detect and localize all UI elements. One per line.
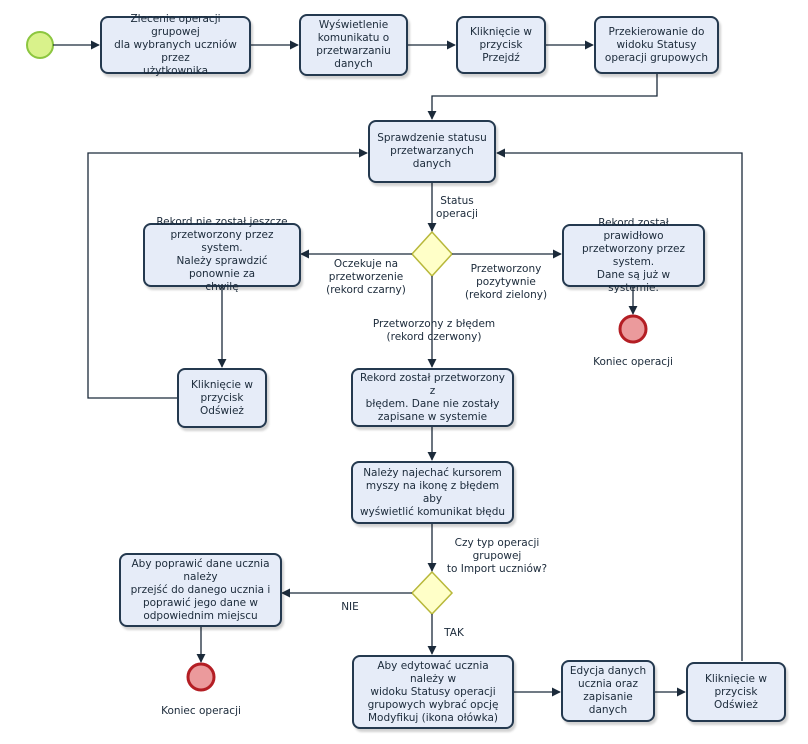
label-nie: NIE	[341, 601, 359, 613]
task-przekierowanie[interactable]: Przekierowanie do widoku Statusy operacj…	[594, 16, 719, 74]
task-przetworzony-ok[interactable]: Rekord został prawidłowo przetworzony pr…	[562, 217, 705, 294]
task-zlecenie-label: Zlecenie operacji grupowej dla wybranych…	[114, 12, 237, 77]
task-przetworzony-blad-label: Rekord został przetworzony z błędem. Dan…	[359, 371, 506, 423]
task-przetworzony-blad[interactable]: Rekord został przetworzony z błędem. Dan…	[351, 368, 514, 427]
task-najechac[interactable]: Należy najechać kursorem myszy na ikonę …	[351, 461, 514, 524]
label-czy-typ: Czy typ operacji grupowej to Import uczn…	[446, 537, 548, 575]
edge-odswiez-loop-left	[87, 148, 368, 399]
task-zlecenie[interactable]: Zlecenie operacji grupowej dla wybranych…	[100, 13, 251, 77]
task-klikniecie-odswiez-left[interactable]: Kliknięcie w przycisk Odśwież	[177, 368, 267, 428]
label-koniec-right: Koniec operacji	[593, 356, 673, 368]
task-nie-przetworzony[interactable]: Rekord nie został jeszcze przetworzony p…	[143, 216, 301, 293]
task-poprawic[interactable]: Aby poprawić dane ucznia należy przejść …	[119, 553, 282, 627]
task-edytowac-label: Aby edytować ucznia należy w widoku Stat…	[367, 659, 499, 724]
end-event-left	[186, 662, 216, 692]
label-pozytywnie: Przetworzony pozytywnie (rekord zielony)	[464, 263, 548, 301]
label-z-bledem: Przetworzony z błędem (rekord czerwony)	[372, 318, 496, 343]
task-poprawic-label: Aby poprawić dane ucznia należy przejść …	[130, 557, 271, 622]
label-koniec-left: Koniec operacji	[161, 705, 241, 717]
task-wyswietlenie[interactable]: Wyświetlenie komunikatu o przetwarzaniu …	[299, 14, 408, 76]
label-status-operacji: Status operacji	[436, 195, 478, 220]
edge-odswiez-loop-right	[496, 148, 743, 661]
task-wyswietlenie-label: Wyświetlenie komunikatu o przetwarzaniu …	[316, 19, 391, 70]
task-klikniecie-odswiez-right[interactable]: Kliknięcie w przycisk Odśwież	[686, 662, 786, 722]
task-edytowac[interactable]: Aby edytować ucznia należy w widoku Stat…	[352, 655, 514, 729]
task-klikniecie-przejdz-label: Kliknięcie w przycisk Przejdź	[470, 25, 532, 64]
task-edycja[interactable]: Edycja danych ucznia oraz zapisanie dany…	[561, 660, 655, 722]
gateway-status	[410, 230, 454, 278]
task-sprawdzenie[interactable]: Sprawdzenie statusu przetwarzanych danyc…	[368, 120, 496, 183]
task-klikniecie-przejdz[interactable]: Kliknięcie w przycisk Przejdź	[456, 16, 546, 74]
edge-przekierowanie-sprawdzenie	[427, 74, 658, 120]
label-tak: TAK	[444, 627, 464, 639]
task-klikniecie-odswiez-right-label: Kliknięcie w przycisk Odśwież	[705, 672, 767, 711]
task-nie-przetworzony-label: Rekord nie został jeszcze przetworzony p…	[156, 216, 288, 293]
gateway-import	[410, 570, 454, 616]
task-klikniecie-odswiez-left-label: Kliknięcie w przycisk Odśwież	[191, 378, 253, 417]
task-przetworzony-ok-label: Rekord został prawidłowo przetworzony pr…	[581, 216, 685, 294]
end-event-right	[618, 314, 648, 344]
task-sprawdzenie-label: Sprawdzenie statusu przetwarzanych danyc…	[377, 132, 487, 170]
task-najechac-label: Należy najechać kursorem myszy na ikonę …	[359, 466, 506, 518]
label-oczekuje: Oczekuje na przetworzenie (rekord czarny…	[326, 258, 406, 296]
start-event	[26, 31, 54, 59]
task-przekierowanie-label: Przekierowanie do widoku Statusy operacj…	[604, 25, 709, 64]
task-edycja-label: Edycja danych ucznia oraz zapisanie dany…	[569, 665, 647, 716]
